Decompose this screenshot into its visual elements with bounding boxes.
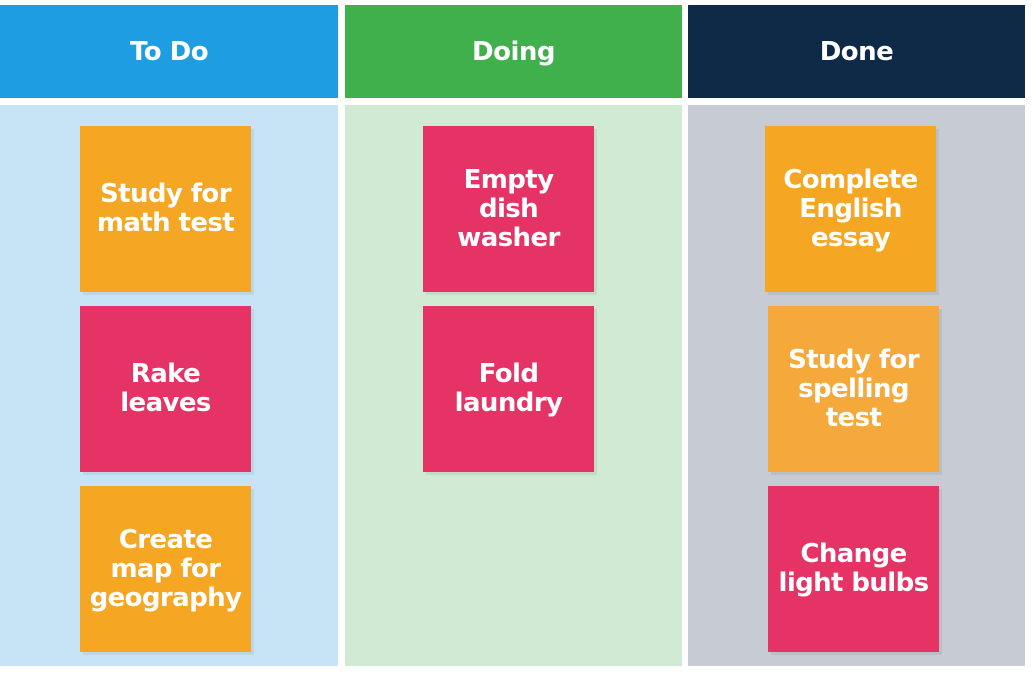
column-header-doing: Doing <box>345 5 682 98</box>
column-done: Done Complete English essay Study for sp… <box>688 5 1025 666</box>
card-empty-dish-washer[interactable]: Empty dish washer <box>423 126 594 292</box>
column-body-todo: Study for math test Rake leaves Create m… <box>0 105 338 666</box>
card-study-for-spelling-test[interactable]: Study for spelling test <box>768 306 939 472</box>
card-change-light-bulbs[interactable]: Change light bulbs <box>768 486 939 652</box>
card-fold-laundry[interactable]: Fold laundry <box>423 306 594 472</box>
card-study-for-math-test[interactable]: Study for math test <box>80 126 251 292</box>
column-header-done: Done <box>688 5 1025 98</box>
column-title-done: Done <box>819 36 894 67</box>
card-create-map-for-geography[interactable]: Create map for geography <box>80 486 251 652</box>
card-complete-english-essay[interactable]: Complete English essay <box>765 126 936 292</box>
column-doing: Doing Empty dish washer Fold laundry <box>345 5 682 666</box>
column-title-todo: To Do <box>129 36 209 67</box>
column-title-doing: Doing <box>472 36 555 67</box>
column-body-done: Complete English essay Study for spellin… <box>688 105 1025 666</box>
card-rake-leaves[interactable]: Rake leaves <box>80 306 251 472</box>
column-todo: To Do Study for math test Rake leaves Cr… <box>0 5 338 666</box>
column-body-doing: Empty dish washer Fold laundry <box>345 105 682 666</box>
column-header-todo: To Do <box>0 5 338 98</box>
